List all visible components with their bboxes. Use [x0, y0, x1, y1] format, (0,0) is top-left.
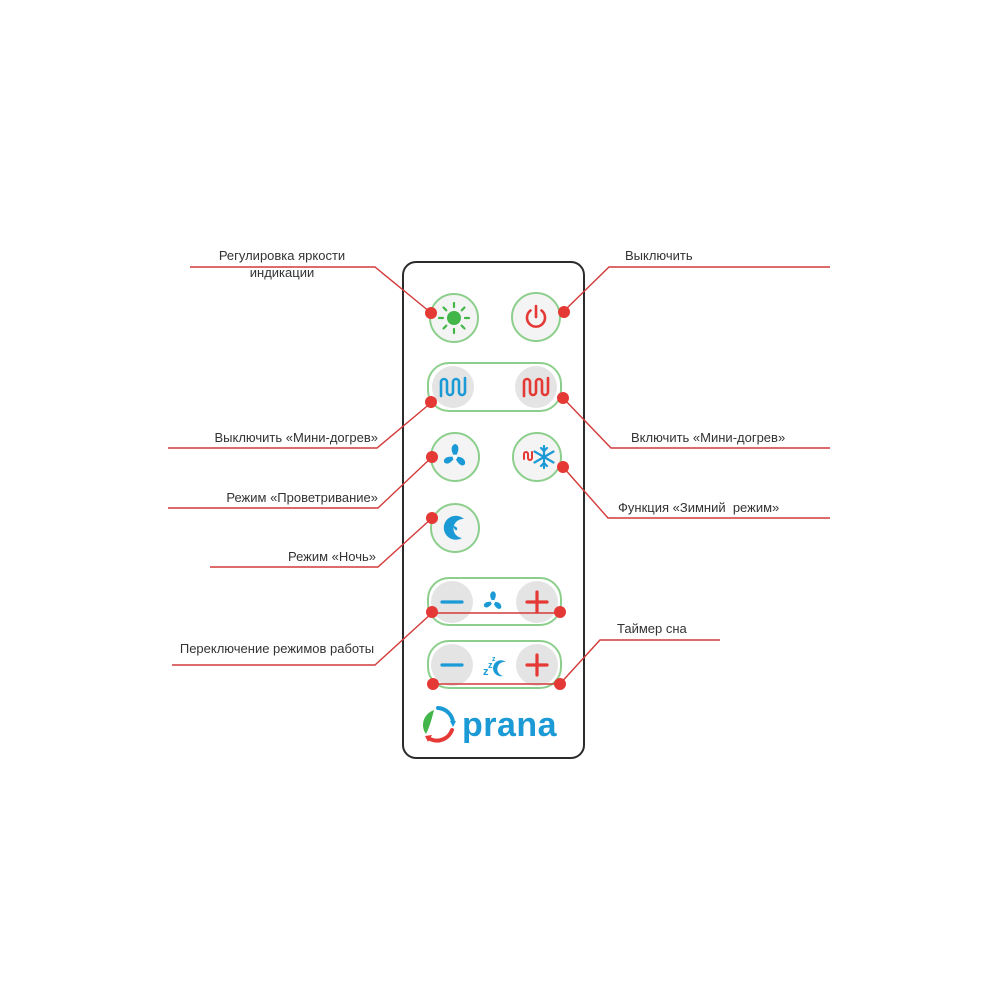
- sleep-zzz-icon: z z z: [479, 649, 511, 686]
- plus-icon: [525, 653, 549, 677]
- sleep-timer-pill: z z z: [427, 640, 562, 689]
- svg-text:z: z: [483, 666, 489, 678]
- minus-icon: [440, 663, 464, 667]
- label-mini-heat-on: Включить «Мини-догрев»: [631, 430, 786, 445]
- fan-icon: [479, 588, 507, 621]
- prana-logo: prana: [418, 697, 578, 753]
- brightness-button[interactable]: [429, 293, 479, 343]
- minus-icon: [440, 600, 464, 604]
- label-ventilation: Режим «Проветривание»: [226, 490, 378, 505]
- label-night-mode: Режим «Ночь»: [287, 549, 376, 564]
- heating-coil-blue-icon: [439, 376, 467, 398]
- snowflake-icon: [523, 444, 555, 470]
- mini-heat-pill: [427, 362, 562, 412]
- mode-minus-button[interactable]: [431, 581, 473, 623]
- heating-coil-red-icon: [522, 376, 550, 398]
- svg-text:z: z: [488, 660, 493, 670]
- plus-icon: [525, 590, 549, 614]
- fan-icon: [443, 444, 466, 466]
- svg-text:z: z: [492, 656, 496, 663]
- mini-heat-on-button[interactable]: [515, 366, 557, 408]
- label-power-off: Выключить: [625, 248, 693, 263]
- mode-plus-button[interactable]: [516, 581, 558, 623]
- leader-power-off: [562, 266, 830, 313]
- label-brightness: Регулировка яркости индикации: [218, 248, 346, 280]
- leader-mode-switch: [172, 612, 433, 666]
- timer-plus-button[interactable]: [516, 644, 558, 686]
- ventilation-button[interactable]: [430, 432, 480, 482]
- timer-minus-button[interactable]: [431, 644, 473, 686]
- moon-fan-icon: [443, 515, 464, 540]
- logo-text: prana: [462, 706, 558, 744]
- night-mode-button[interactable]: [430, 503, 480, 553]
- label-sleep-timer: Таймер сна: [617, 621, 687, 636]
- mini-heat-off-button[interactable]: [432, 366, 474, 408]
- power-button[interactable]: [511, 292, 561, 342]
- label-winter-mode: Функция «Зимний режим»: [618, 500, 780, 515]
- mode-switch-pill: [427, 577, 562, 626]
- power-icon: [525, 304, 547, 328]
- sun-icon: [437, 301, 471, 335]
- label-mode-switch: Переключение режимов работы: [179, 641, 375, 656]
- winter-mode-button[interactable]: [512, 432, 562, 482]
- recycle-arrows-icon: [422, 706, 456, 743]
- label-mini-heat-off: Выключить «Мини-догрев»: [214, 430, 378, 445]
